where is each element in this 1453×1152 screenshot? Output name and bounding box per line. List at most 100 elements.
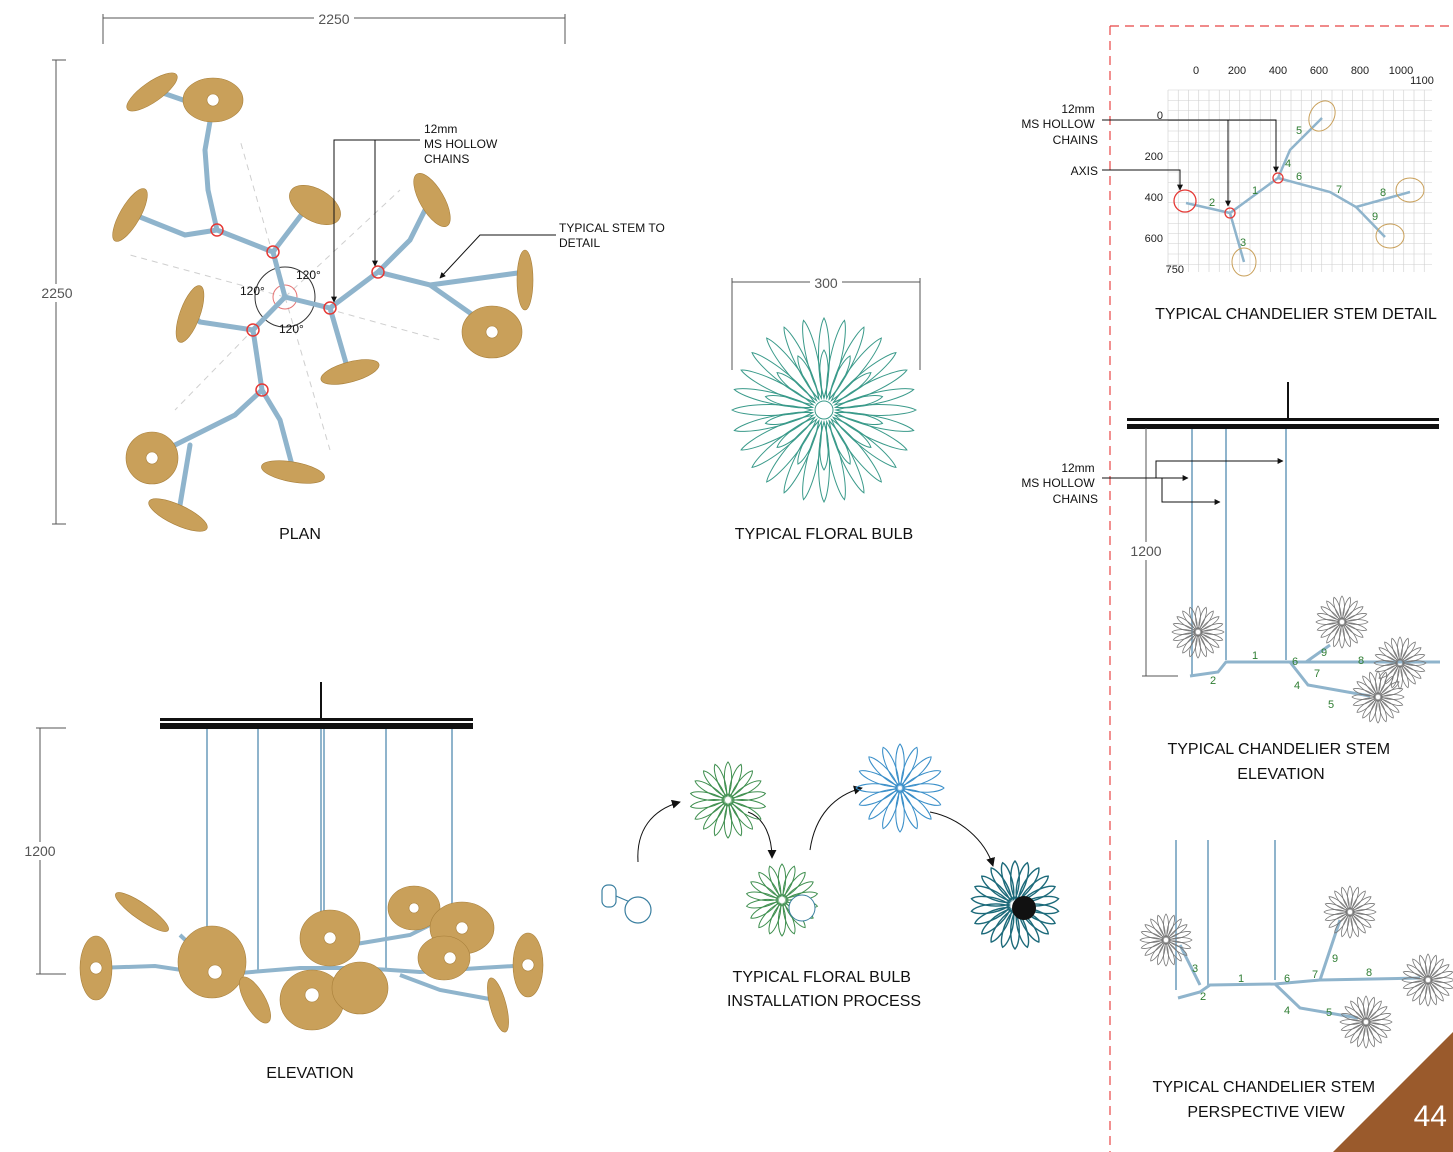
petal-shape <box>1333 623 1342 648</box>
svg-text:1000: 1000 <box>1389 65 1413 77</box>
svg-text:6: 6 <box>1292 656 1298 668</box>
petal-shape <box>731 404 814 416</box>
socket-step <box>601 884 652 924</box>
petal-shape <box>1378 698 1387 723</box>
petal-shape <box>745 891 780 902</box>
svg-text:2: 2 <box>1209 197 1215 209</box>
petal-shape <box>990 867 1013 902</box>
petal-shape <box>1391 664 1400 689</box>
elevation-view: 1200 ELEVATI <box>22 682 544 1082</box>
page-number: 44 <box>1413 1100 1447 1133</box>
petal-shape <box>831 352 897 404</box>
petal-shape <box>1384 641 1399 662</box>
petal-shape <box>1340 1013 1365 1022</box>
angle-label-3: 120° <box>279 322 304 336</box>
detail-chain-leaders <box>1102 119 1279 207</box>
petal-shape <box>1402 980 1427 989</box>
petal-shape <box>1379 681 1400 696</box>
petal-shape <box>828 419 865 494</box>
plan-caption: PLAN <box>279 526 321 543</box>
petal-shape <box>783 326 820 401</box>
petal-shape <box>1378 671 1387 696</box>
petal-shape <box>1341 886 1350 911</box>
petal-shape <box>1428 954 1437 979</box>
petal-shape <box>1189 633 1198 658</box>
stem-elev-chain-note: 12mm MS HOLLOW CHAINS <box>1021 461 1098 506</box>
petal-shape <box>733 412 815 432</box>
petal-shape <box>900 789 918 830</box>
svg-text:1: 1 <box>1252 185 1258 197</box>
petal-shape <box>1406 964 1427 979</box>
petal-shape <box>728 802 743 837</box>
petal-shape <box>901 770 942 788</box>
petal-shape <box>1182 633 1197 654</box>
petal-shape <box>1157 914 1166 939</box>
petal-shape <box>1316 622 1341 631</box>
petal-shape <box>1343 623 1358 644</box>
petal-shape <box>1357 996 1366 1021</box>
petal-shape <box>1017 908 1040 943</box>
svg-text:0: 0 <box>1193 65 1199 77</box>
petal-shape <box>703 802 727 830</box>
petal-shape <box>1402 971 1427 980</box>
plan-height-label: 2250 <box>41 285 72 301</box>
petal-shape <box>900 746 918 787</box>
petal-shape <box>1343 613 1368 622</box>
petal-shape <box>1351 903 1376 912</box>
petal-shape <box>1343 622 1368 631</box>
petal-shape <box>858 770 899 788</box>
petal-shape <box>783 871 806 898</box>
petal-shape <box>831 416 897 468</box>
stem-elev-canopy <box>1127 424 1439 429</box>
page-corner-triangle <box>1333 1032 1453 1152</box>
petal-shape <box>1374 663 1399 672</box>
petal-shape <box>1144 924 1165 939</box>
svg-text:5: 5 <box>1296 125 1302 137</box>
petal-shape <box>729 770 753 798</box>
petal-shape <box>1401 641 1416 662</box>
petal-shape <box>1429 964 1450 979</box>
detail-axis-note: AXIS <box>1071 164 1098 178</box>
petal-shape <box>901 756 932 787</box>
petal-shape <box>1351 909 1377 915</box>
petal-shape <box>1379 697 1404 706</box>
petal-shape <box>1195 605 1201 631</box>
svg-text:1: 1 <box>1238 973 1244 985</box>
petal-shape <box>1351 890 1366 911</box>
petal-shape <box>818 420 830 503</box>
svg-text:0: 0 <box>1157 110 1163 122</box>
detail-bulb-markers <box>1231 100 1425 277</box>
petal-shape <box>970 895 1011 907</box>
petal-shape <box>1356 698 1377 713</box>
petal-shape <box>1167 941 1188 956</box>
petal-shape <box>1167 918 1182 939</box>
petal-shape <box>1401 663 1426 672</box>
petal-shape <box>1401 664 1416 685</box>
petal-shape <box>777 863 787 898</box>
petal-shape <box>1375 698 1381 724</box>
petal-shape <box>832 372 872 404</box>
petal-shape <box>1010 909 1020 951</box>
petal-shape <box>1350 1000 1365 1021</box>
svg-text:8: 8 <box>1380 187 1386 199</box>
petal-shape <box>833 412 915 432</box>
petal-shape <box>1189 606 1198 631</box>
petal-shape <box>776 372 816 404</box>
svg-text:200: 200 <box>1145 151 1163 163</box>
petal-shape <box>980 907 1012 935</box>
svg-text:750: 750 <box>1166 264 1184 276</box>
petal-shape <box>1356 681 1377 696</box>
petal-shape <box>766 337 818 403</box>
svg-text:2: 2 <box>1200 991 1206 1003</box>
petal-shape <box>694 780 726 799</box>
petal-shape <box>1199 610 1214 631</box>
petal-shape <box>1323 909 1349 915</box>
petal-shape <box>1341 913 1350 938</box>
petal-shape <box>730 780 762 799</box>
installation-process: TYPICAL FLORAL BULB INSTALLATION PROCESS <box>601 743 1060 1010</box>
petal-shape <box>1010 859 1020 901</box>
petal-shape <box>1406 981 1427 996</box>
svg-text:400: 400 <box>1145 192 1163 204</box>
petal-shape <box>1352 688 1377 697</box>
petal-shape <box>1344 1006 1365 1021</box>
